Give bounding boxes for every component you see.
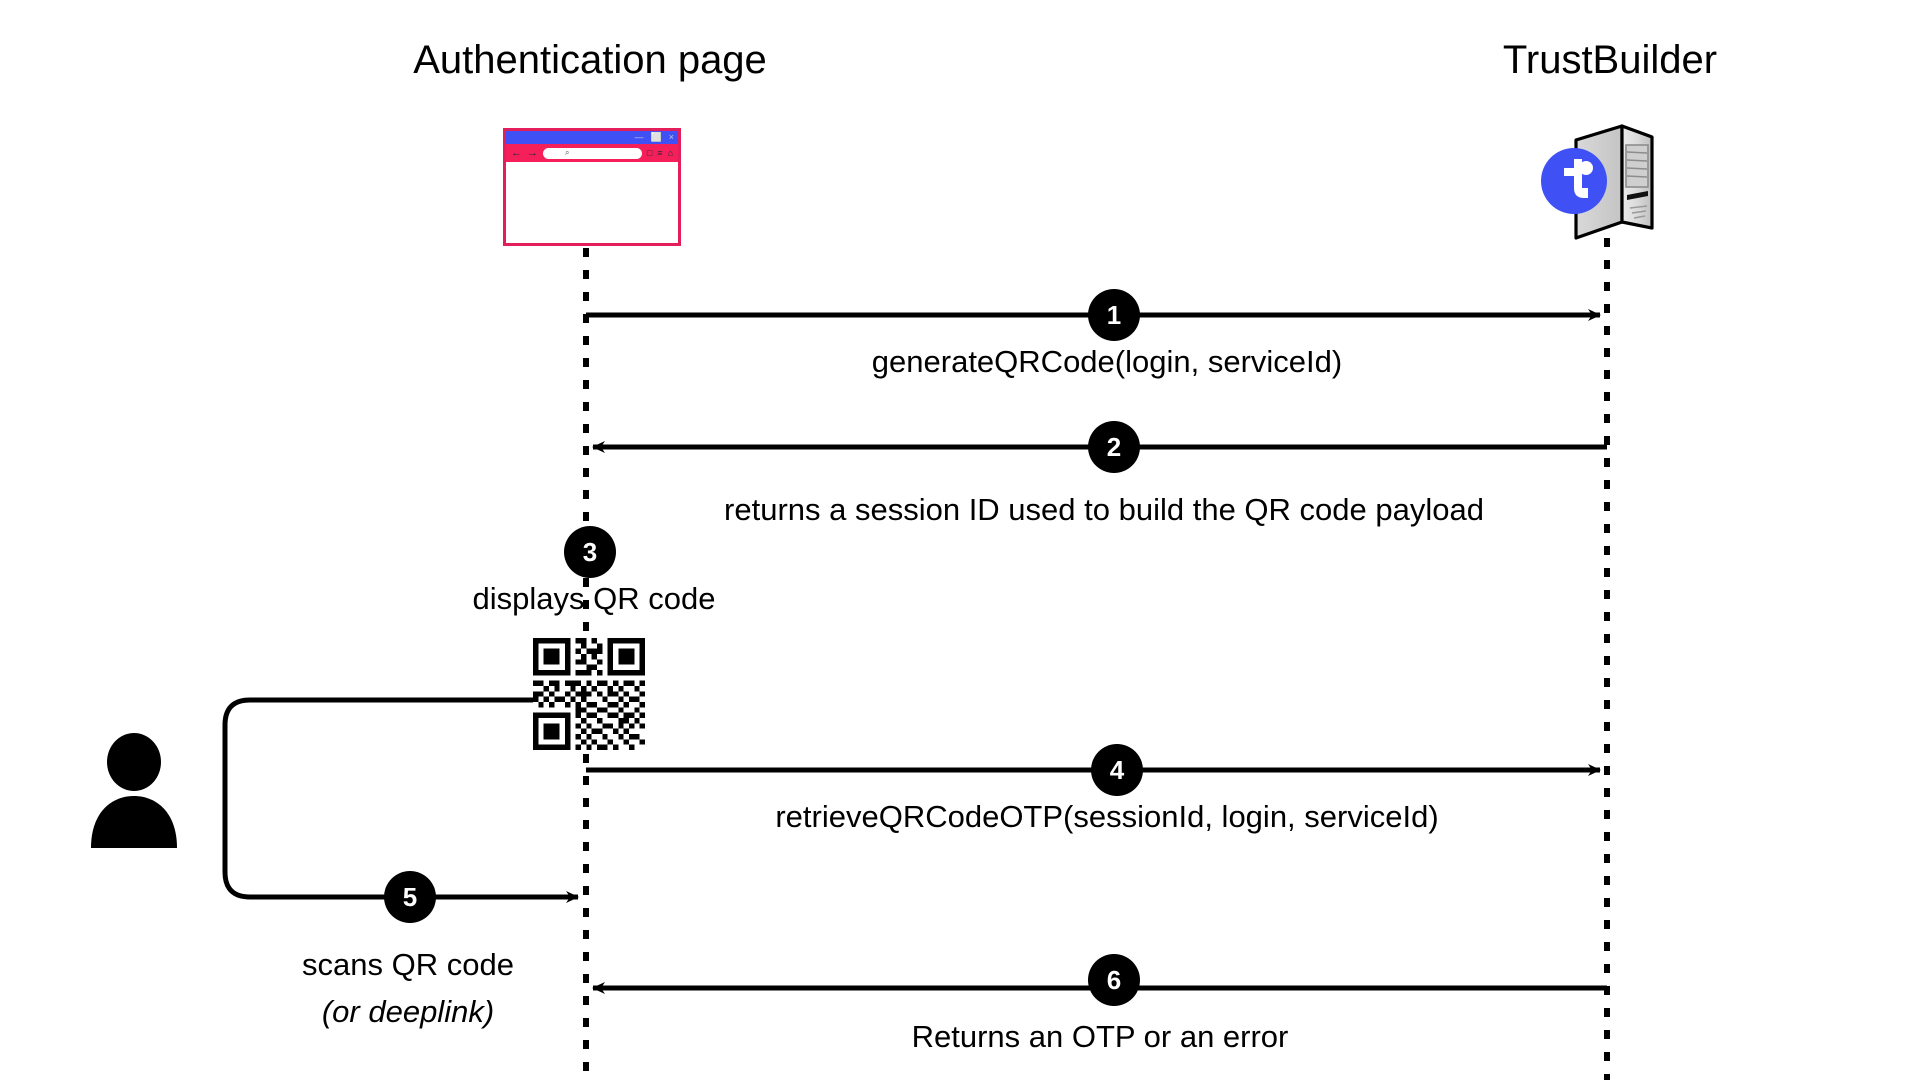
window-maximize-icon: ⬜ xyxy=(650,132,662,142)
message-label-1: generateQRCode(login, serviceId) xyxy=(871,344,1343,379)
qr-code-image xyxy=(533,638,645,750)
message-badge-3: 3 xyxy=(564,526,616,578)
window-close-icon: × xyxy=(668,132,674,142)
message-badge-4: 4 xyxy=(1091,744,1143,796)
message-label-5-secondary: (or deeplink) xyxy=(321,994,495,1029)
browser-titlebar: — ⬜ × xyxy=(506,131,678,144)
server-tower-icon xyxy=(1530,118,1680,243)
window-minimize-icon: — xyxy=(634,132,644,142)
browser-tool-3-icon: ⌂ xyxy=(667,147,673,158)
browser-content-area xyxy=(506,162,678,243)
participant-title-trustbuilder: TrustBuilder xyxy=(1502,38,1718,82)
message-badge-6: 6 xyxy=(1088,954,1140,1006)
search-icon: ⌕ xyxy=(565,148,570,157)
browser-tool-2-icon: ≡ xyxy=(657,147,663,158)
message-badge-2: 2 xyxy=(1088,421,1140,473)
message-label-4: retrieveQRCodeOTP(sessionId, login, serv… xyxy=(775,799,1439,834)
browser-toolbar: ← → ⌕ □ ≡ ⌂ xyxy=(506,144,678,162)
message-arrow-5 xyxy=(222,697,645,903)
back-arrow-icon: ← xyxy=(511,146,522,159)
message-label-6: Returns an OTP or an error xyxy=(911,1019,1289,1054)
message-badge-5: 5 xyxy=(384,871,436,923)
message-label-5: scans QR code xyxy=(302,947,514,982)
browser-tool-1-icon: □ xyxy=(646,147,653,158)
message-label-2: returns a session ID used to build the Q… xyxy=(724,492,1484,527)
forward-arrow-icon: → xyxy=(527,146,538,159)
browser-window-icon: — ⬜ × ← → ⌕ □ ≡ ⌂ xyxy=(503,128,681,246)
message-badge-1: 1 xyxy=(1088,289,1140,341)
address-bar: ⌕ xyxy=(543,147,642,159)
person-icon xyxy=(85,730,183,848)
message-label-3: displays QR code xyxy=(472,581,716,616)
participant-title-auth-page: Authentication page xyxy=(413,38,767,82)
